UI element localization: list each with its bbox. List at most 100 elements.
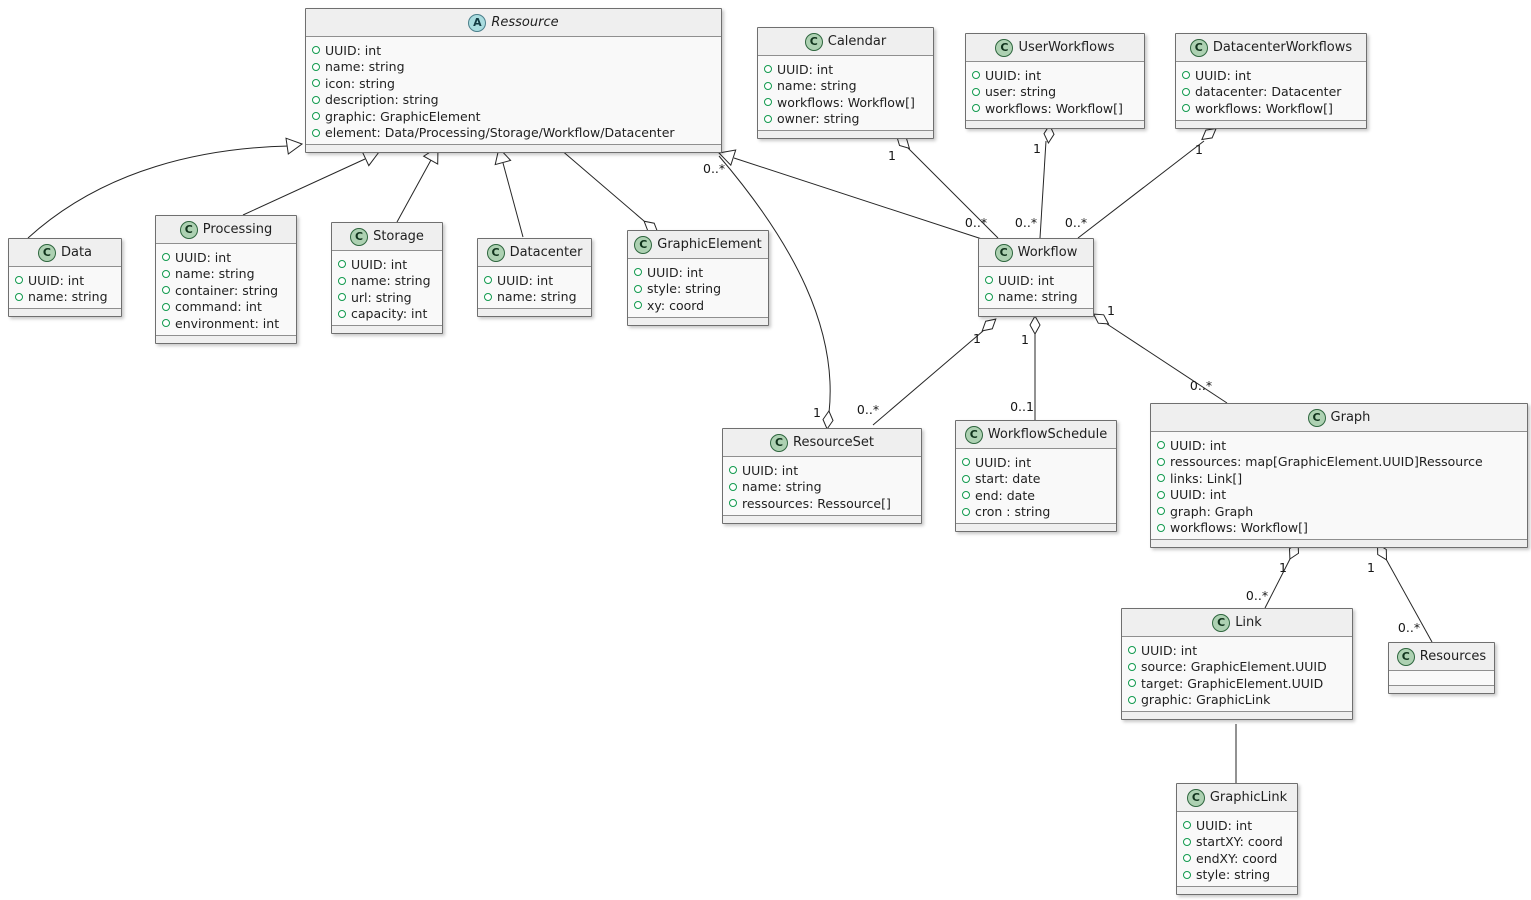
- class-icon: C: [634, 235, 653, 254]
- field-text: UUID: int: [985, 67, 1042, 83]
- field-text: graph: Graph: [1170, 503, 1254, 519]
- class-name: Workflow: [1017, 245, 1078, 260]
- field-text: name: string: [28, 289, 108, 305]
- field-visibility-icon: [312, 62, 320, 71]
- field-visibility-icon: [962, 507, 970, 516]
- field-visibility-icon: [1128, 679, 1136, 688]
- field-text: UUID: int: [351, 256, 408, 272]
- field-text: UUID: int: [975, 454, 1032, 470]
- edge-workflow-graph: [1106, 323, 1228, 404]
- field-text: datacenter: Datacenter: [1195, 84, 1342, 100]
- field-text: icon: string: [325, 75, 395, 91]
- field-row: UUID: int: [338, 256, 436, 273]
- field-visibility-icon: [764, 65, 772, 74]
- field-visibility-icon: [162, 319, 170, 328]
- field-visibility-icon: [634, 268, 642, 277]
- field-visibility-icon: [162, 286, 170, 295]
- field-text: UUID: int: [1170, 437, 1227, 453]
- field-text: name: string: [777, 78, 857, 94]
- methods-compartment: [966, 119, 1144, 128]
- field-text: links: Link[]: [1170, 470, 1243, 486]
- edge-workflow-resourceset: [872, 330, 984, 426]
- fields-compartment: [1389, 671, 1494, 685]
- field-visibility-icon: [1128, 662, 1136, 671]
- field-row: environment: int: [162, 315, 290, 332]
- class-icon: C: [1212, 613, 1231, 632]
- field-row: cron : string: [962, 504, 1110, 521]
- field-row: UUID: int: [1157, 487, 1521, 504]
- field-text: start: date: [975, 471, 1041, 487]
- methods-compartment: [306, 144, 721, 152]
- edge-calendar-workflow: [907, 147, 999, 239]
- field-visibility-icon: [338, 276, 346, 285]
- field-text: startXY: coord: [1196, 834, 1283, 850]
- edge-resourceset-ressource: [718, 155, 831, 414]
- field-visibility-icon: [1183, 854, 1191, 863]
- field-row: UUID: int: [1157, 437, 1521, 454]
- class-name: GraphicLink: [1209, 790, 1288, 805]
- field-text: style: string: [1196, 867, 1271, 883]
- class-icon: C: [964, 425, 983, 444]
- field-row: graph: Graph: [1157, 503, 1521, 520]
- multiplicity-label: 0..*: [1246, 588, 1268, 603]
- field-text: name: string: [351, 273, 431, 289]
- field-visibility-icon: [634, 301, 642, 310]
- multiplicity-label: 1: [973, 331, 981, 346]
- multiplicity-label: 0..*: [1398, 620, 1420, 635]
- field-row: datacenter: Datacenter: [1182, 84, 1360, 101]
- multiplicity-label: 1: [1033, 141, 1041, 156]
- field-visibility-icon: [985, 276, 993, 285]
- field-text: command: int: [175, 299, 262, 315]
- field-visibility-icon: [1157, 474, 1165, 483]
- edge-storage-ressource: [396, 159, 432, 223]
- class-name: UserWorkflows: [1018, 40, 1115, 55]
- field-visibility-icon: [1157, 507, 1165, 516]
- field-text: name: string: [175, 266, 255, 282]
- field-row: description: string: [312, 92, 715, 109]
- field-text: capacity: int: [351, 306, 428, 322]
- multiplicity-label: 1: [1195, 142, 1203, 157]
- field-row: links: Link[]: [1157, 470, 1521, 487]
- field-row: endXY: coord: [1183, 850, 1291, 867]
- field-visibility-icon: [1128, 695, 1136, 704]
- field-visibility-icon: [1157, 441, 1165, 450]
- field-visibility-icon: [15, 276, 23, 285]
- aggregation-diamond-icon: [1201, 127, 1217, 141]
- field-row: element: Data/Processing/Storage/Workflo…: [312, 125, 715, 142]
- edge-userworkflows-workflow: [1039, 140, 1047, 239]
- field-row: name: string: [729, 479, 915, 496]
- field-row: start: date: [962, 471, 1110, 488]
- field-visibility-icon: [162, 269, 170, 278]
- field-visibility-icon: [312, 128, 320, 137]
- field-visibility-icon: [729, 499, 737, 508]
- field-visibility-icon: [312, 46, 320, 55]
- field-text: element: Data/Processing/Storage/Workflo…: [325, 125, 675, 141]
- class-icon: C: [1186, 788, 1205, 807]
- field-visibility-icon: [338, 309, 346, 318]
- edge-datacenterworkflows-workflow: [1077, 140, 1205, 239]
- generalization-arrow-icon: [717, 149, 737, 167]
- multiplicity-label: 0..*: [703, 161, 725, 176]
- field-visibility-icon: [1183, 870, 1191, 879]
- field-text: description: string: [325, 92, 439, 108]
- field-text: UUID: int: [325, 42, 382, 58]
- field-text: target: GraphicElement.UUID: [1141, 675, 1324, 691]
- methods-compartment: [956, 523, 1116, 531]
- multiplicity-label: 1: [888, 148, 896, 163]
- field-visibility-icon: [1128, 646, 1136, 655]
